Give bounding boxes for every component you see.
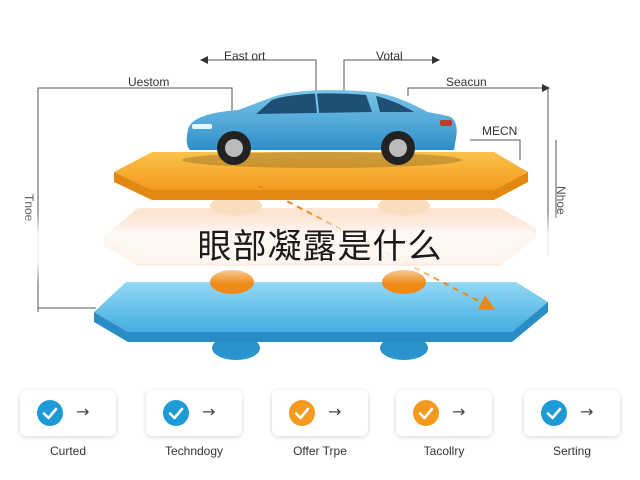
feature-item[interactable]: → Curted	[20, 386, 130, 476]
connector-right-middle	[470, 139, 521, 160]
check-icon	[540, 399, 568, 427]
label-right-vertical: Nhoe	[554, 186, 568, 215]
feature-item[interactable]: → Offer Trpe	[272, 386, 382, 476]
label-top-right: Votal	[376, 49, 403, 63]
arrow-right-icon: →	[580, 402, 594, 421]
arrow-right-icon: →	[76, 402, 90, 421]
feature-card[interactable]: →	[20, 390, 116, 436]
check-icon	[288, 399, 316, 427]
label-top-center: East ort	[224, 49, 266, 63]
title-banner	[0, 212, 640, 284]
check-icon	[412, 399, 440, 427]
arrow-right-icon: →	[328, 402, 342, 421]
feature-item[interactable]: → Techndogy	[146, 386, 256, 476]
layer-bottom-blue	[94, 282, 548, 360]
label-right-upper: Seacun	[446, 75, 487, 89]
feature-card[interactable]: →	[524, 390, 620, 436]
layer-top-orange	[114, 152, 528, 200]
arrow-right-icon: →	[452, 402, 466, 421]
connector-top-right	[343, 56, 440, 96]
layered-platform-diagram	[37, 56, 557, 360]
feature-label: Serting	[552, 444, 592, 458]
feature-item[interactable]: → Serting	[524, 386, 634, 476]
feature-row: → Curted → Techndogy → Offer Trpe → Taco…	[0, 386, 640, 480]
connector-top-left	[120, 87, 233, 112]
feature-label: Tacollry	[423, 444, 465, 458]
arrow-right-icon: →	[202, 402, 216, 421]
connector-top-center	[200, 56, 317, 96]
banner-title: 眼部凝露是什么	[197, 227, 443, 267]
feature-card[interactable]: →	[146, 390, 242, 436]
feature-label: Techndogy	[164, 444, 224, 458]
feature-label: Curted	[49, 444, 87, 458]
label-top-left: Uestom	[128, 75, 170, 89]
connector-right-upper	[407, 84, 550, 96]
car-illustration	[182, 90, 462, 168]
feature-item[interactable]: → Tacollry	[396, 386, 506, 476]
feature-label: Offer Trpe	[293, 444, 347, 458]
check-icon	[162, 399, 190, 427]
feature-card[interactable]: →	[396, 390, 492, 436]
feature-card[interactable]: →	[272, 390, 368, 436]
label-right-middle: MECN	[482, 124, 518, 138]
check-icon	[36, 399, 64, 427]
